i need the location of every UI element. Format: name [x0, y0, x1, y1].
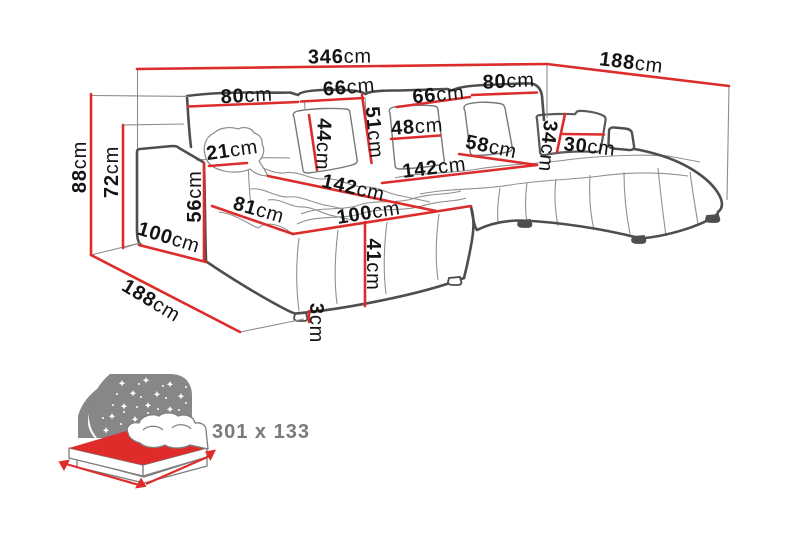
svg-text:34cm: 34cm: [534, 119, 561, 173]
svg-text:188cm: 188cm: [598, 48, 664, 78]
svg-text:346cm: 346cm: [308, 45, 372, 68]
svg-text:3cm: 3cm: [305, 303, 327, 343]
svg-text:44cm: 44cm: [311, 118, 335, 171]
svg-text:301 x 133: 301 x 133: [212, 421, 310, 443]
svg-text:88cm: 88cm: [69, 141, 91, 193]
svg-text:66cm: 66cm: [322, 74, 376, 100]
svg-text:21cm: 21cm: [205, 136, 260, 165]
svg-text:51cm: 51cm: [361, 106, 387, 160]
svg-text:30cm: 30cm: [563, 133, 617, 160]
svg-text:41cm: 41cm: [362, 238, 384, 290]
svg-text:48cm: 48cm: [390, 114, 444, 140]
svg-text:80cm: 80cm: [220, 84, 273, 109]
svg-text:56cm: 56cm: [184, 170, 206, 222]
svg-text:142cm: 142cm: [401, 153, 467, 183]
svg-text:66cm: 66cm: [412, 82, 466, 108]
svg-text:72cm: 72cm: [101, 146, 123, 198]
svg-text:80cm: 80cm: [482, 69, 535, 94]
